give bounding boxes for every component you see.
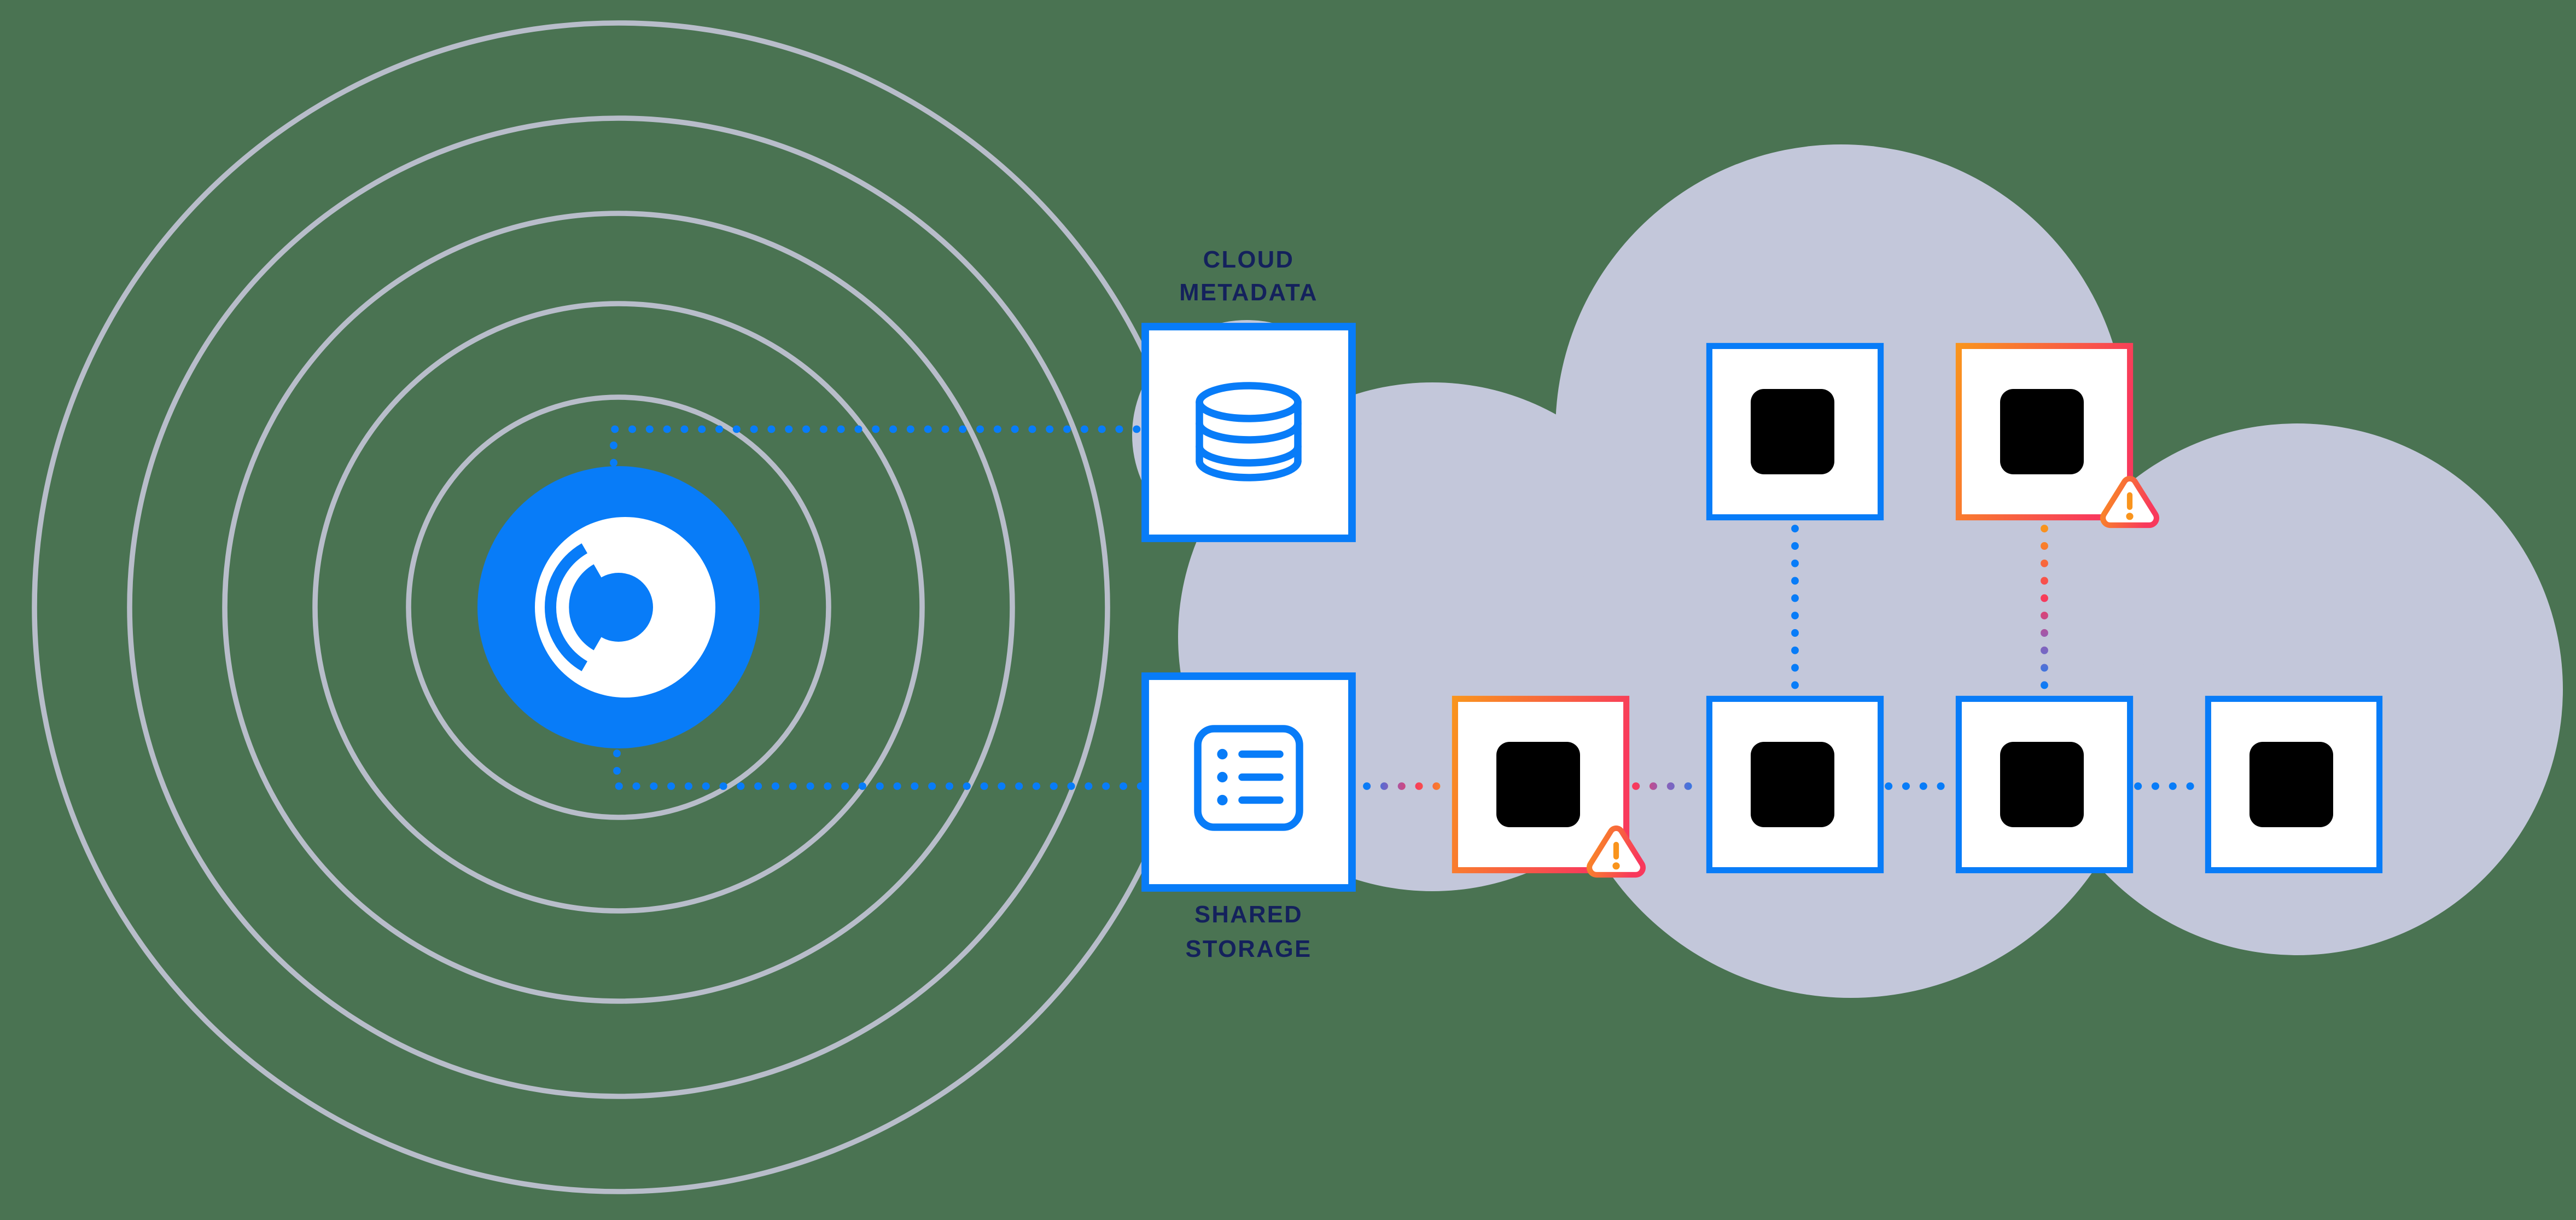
list-icon xyxy=(2249,742,2333,827)
list-icon xyxy=(1751,742,1834,827)
hub-circle xyxy=(477,466,760,748)
list-icon xyxy=(2000,389,2084,474)
list-icon xyxy=(2000,742,2084,827)
pulse-logo-icon xyxy=(535,517,715,698)
cluster-node-bottom-2 xyxy=(1706,695,1884,874)
metadata-box xyxy=(1141,323,1356,542)
list-icon xyxy=(1496,742,1580,827)
cluster-node-bottom-1 xyxy=(1452,695,1643,875)
metadata-label-line1: CLOUD xyxy=(1203,247,1295,273)
cluster-node-bottom-3 xyxy=(1955,695,2134,874)
connector-hub-storage xyxy=(613,750,1147,790)
storage-box xyxy=(1141,672,1356,892)
storage-node: SHARED STORAGE xyxy=(1141,672,1356,962)
metadata-label-line2: METADATA xyxy=(1179,280,1318,306)
connector-hub-metadata xyxy=(610,425,1147,467)
cluster-node-top-2 xyxy=(1955,342,2157,525)
ripple-rings xyxy=(32,20,1205,1194)
database-icon xyxy=(1196,382,1302,481)
cluster-node-bottom-4 xyxy=(2205,695,2383,874)
cluster-node-top-1 xyxy=(1706,342,1884,521)
storage-label-line1: SHARED xyxy=(1194,902,1303,928)
storage-label-line2: STORAGE xyxy=(1185,936,1312,962)
metadata-node: CLOUD METADATA xyxy=(1141,247,1356,542)
hub-logo xyxy=(477,466,760,748)
list-icon xyxy=(1751,389,1834,474)
list-icon xyxy=(1194,725,1303,831)
